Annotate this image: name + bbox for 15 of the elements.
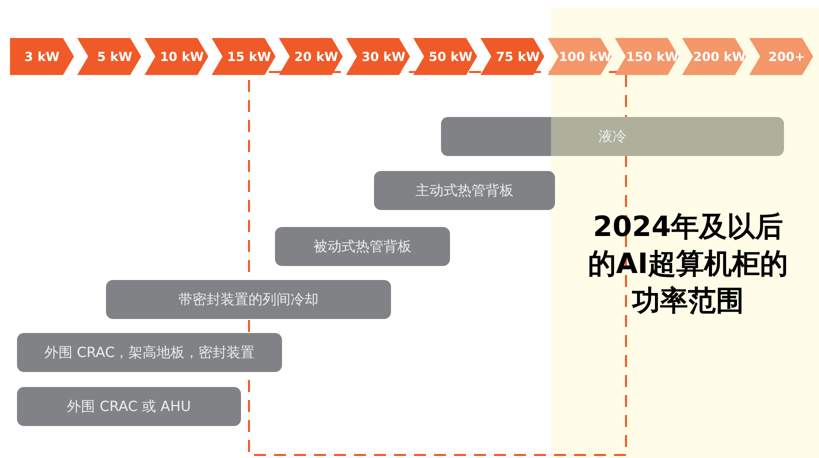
cooling-bar: 被动式热管背板 [275,227,450,266]
power-scale-segment: 30 kW [346,38,410,75]
cooling-bar: 液冷 [441,117,784,156]
power-scale-segment: 10 kW [144,38,208,75]
cooling-bar: 主动式热管背板 [374,171,555,210]
range-note: 2024年及以后的AI超算机柜的功率范围 [586,209,790,319]
cooling-bar: 带密封装置的列间冷却 [106,280,391,319]
power-scale-segment: 5 kW [77,38,142,75]
power-scale-segment: 50 kW [413,38,478,75]
power-scale-segment: 15 kW [212,38,276,75]
cooling-bar: 外围 CRAC 或 AHU [17,387,241,426]
cooling-bar: 外围 CRAC，架高地板，密封装置 [17,333,282,372]
power-scale-segment: 75 kW [480,38,544,75]
power-scale-segment: 3 kW [10,38,74,75]
power-scale-segment: 20 kW [278,38,343,75]
